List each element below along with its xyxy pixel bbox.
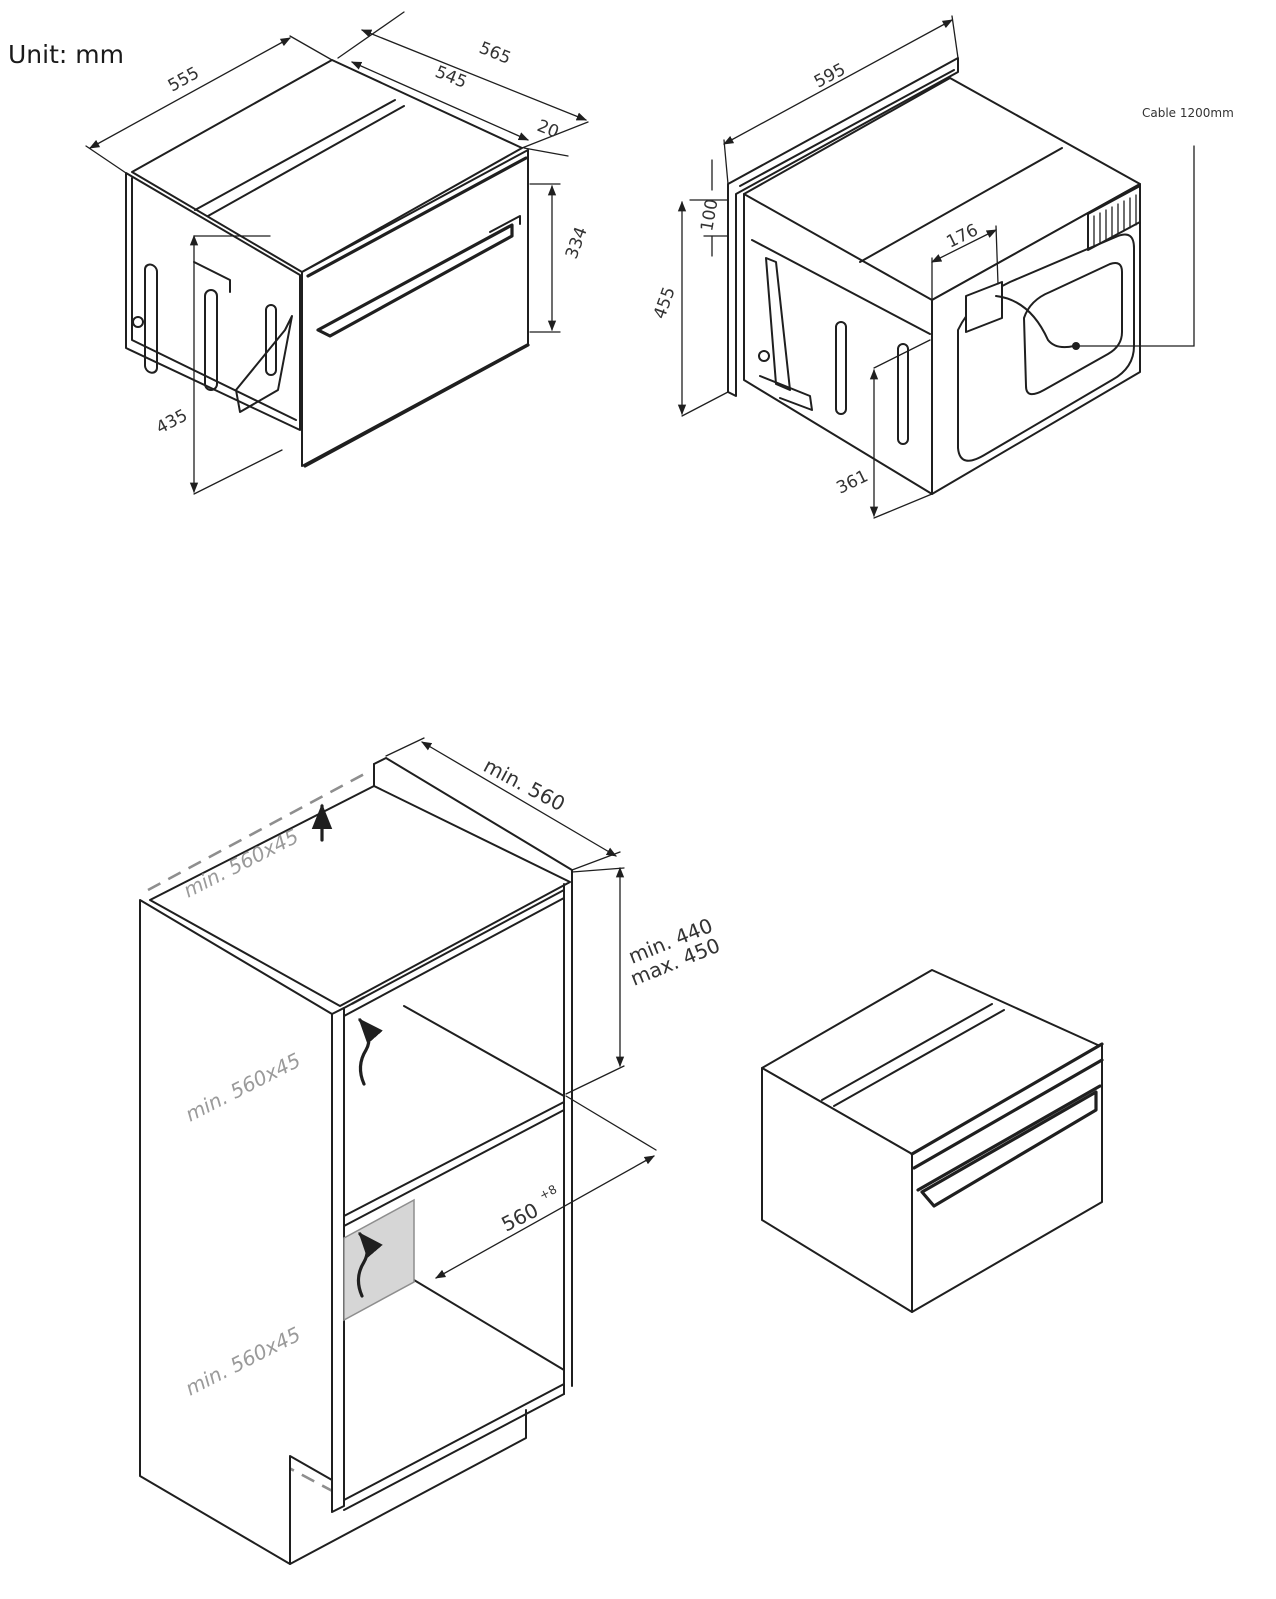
dim-545-line (351, 61, 529, 141)
rear-side-bracket (765, 257, 791, 391)
rear-vent-slats (1093, 194, 1137, 247)
oven-front-view: 555 565 545 20 334 435 (85, 11, 592, 495)
cabinet-vent-panel (343, 1198, 415, 1322)
cabinet-front-post (331, 1007, 345, 1513)
dim-niche-width-tolerance: +8 (537, 1182, 559, 1203)
dim-334-ext (529, 183, 561, 333)
dim-555-line (89, 37, 291, 149)
dim-176-line (931, 229, 997, 263)
dim-435-text: 435 (153, 406, 191, 439)
oven-side-slot-3 (265, 304, 277, 376)
rear-side-slot-2 (897, 343, 909, 445)
rear-connector-box (965, 281, 1003, 333)
oven-front-bottom (303, 343, 530, 468)
cabinet-front-top-rail (343, 889, 565, 1017)
oven-handle-end (489, 215, 521, 233)
rear-vent-grille (1087, 185, 1141, 251)
dim-334-text: 334 (562, 224, 592, 261)
dim-565-ext (337, 11, 589, 149)
dim-niche-height-ext (565, 867, 625, 1095)
install-oven-control-strip (910, 1042, 1104, 1170)
oven-rear-view: 595 100 455 176 361 Cable 1200mm (650, 15, 1234, 519)
dim-100-ext (689, 199, 729, 237)
dim-545-text: 545 (432, 62, 470, 93)
airflow-arrow-middle (358, 1018, 383, 1086)
rear-back-cavity-inner (1023, 262, 1123, 396)
dim-455-text: 455 (650, 284, 680, 321)
cable-leader-line (1079, 145, 1195, 347)
rear-cable-point (1072, 342, 1080, 350)
dim-565-text: 565 (476, 38, 514, 69)
dim-niche-width-ext (565, 1095, 657, 1151)
rear-back-panel (931, 183, 1141, 495)
dim-555-text: 555 (165, 63, 203, 96)
rear-screw (758, 350, 770, 362)
dim-depth-line (421, 741, 617, 857)
oven-side-slot-1 (144, 263, 158, 374)
dim-depth-ext (385, 737, 621, 871)
cable-label: Cable 1200mm (1142, 106, 1234, 120)
cabinet-bottom (343, 1279, 565, 1511)
dim-niche-width-line (435, 1155, 655, 1279)
rear-top-seam (859, 147, 1063, 263)
airflow-arrow-bottom (356, 1232, 383, 1298)
install-oven-top-seam (821, 1003, 1005, 1107)
rear-foot-bracket (759, 375, 813, 411)
dim-176-ext (931, 225, 999, 301)
dim-435-ext (193, 235, 283, 495)
dim-361-ext (873, 339, 933, 519)
install-oven-handle (920, 1090, 1098, 1208)
dim-555-ext (85, 35, 333, 174)
oven-bracket (235, 315, 293, 413)
oven-side-wall (125, 172, 301, 431)
dim-595-ext (723, 15, 959, 185)
cabinet-plinth (289, 1409, 527, 1565)
dim-595-text: 595 (811, 60, 849, 93)
dim-20-line (523, 147, 569, 157)
vent-top-dashed (147, 770, 369, 892)
dim-depth-text: min. 560 (480, 753, 570, 816)
rear-side-slot-1 (835, 321, 847, 415)
oven-install-view (761, 969, 1104, 1313)
cabinet-drawing: min. 560 min. 440 max. 450 560 +8 min. 5… (139, 737, 723, 1565)
oven-door-handle (316, 223, 514, 338)
dim-100-text: 100 (697, 197, 722, 232)
oven-side-slot-2 (204, 289, 218, 391)
cabinet-shelf (343, 1005, 565, 1227)
rear-power-cable (995, 295, 1075, 349)
rear-side-rail (751, 239, 931, 335)
dim-361-text: 361 (833, 466, 871, 498)
cabinet-left-panel (139, 899, 333, 1565)
install-oven-door-edge (916, 1084, 1102, 1192)
dim-595-line (723, 19, 953, 145)
oven-screw (132, 316, 144, 328)
oven-rail (193, 261, 231, 293)
dim-20-text: 20 (534, 116, 562, 143)
oven-control-strip (306, 156, 528, 278)
oven-side-inner (131, 177, 297, 421)
dim-455-ext (681, 391, 729, 417)
